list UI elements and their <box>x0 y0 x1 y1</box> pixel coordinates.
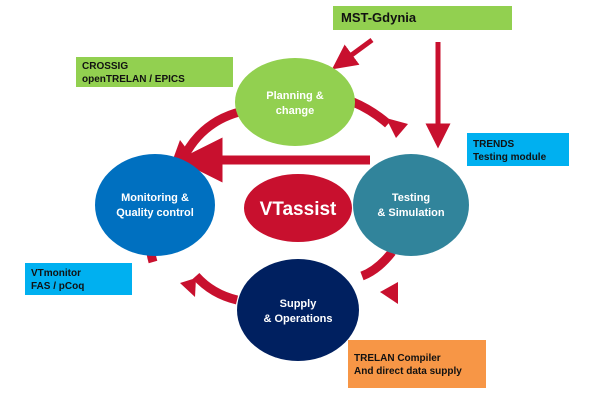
box-vtmonitor: VTmonitor FAS / pCoq <box>25 263 132 295</box>
trelan-line2: And direct data supply <box>354 366 462 377</box>
box-trends: TRENDS Testing module <box>467 133 569 166</box>
cycle-arrow-top-right <box>351 97 391 128</box>
crossig-line1: CROSSIG <box>82 61 129 72</box>
trends-line1: TRENDS <box>473 139 515 150</box>
mst-label: MST-Gdynia <box>341 10 417 25</box>
arrow-mst-to-planning <box>331 37 374 70</box>
arrow-head-testing-to-supply <box>380 282 398 304</box>
monitoring-line1: Monitoring & <box>121 192 189 204</box>
supply-line1: Supply <box>280 298 318 310</box>
planning-line1: Planning & <box>266 90 324 102</box>
center-label: VTassist <box>260 199 337 220</box>
trends-line2: Testing module <box>473 152 547 163</box>
monitoring-line2: Quality control <box>116 207 194 219</box>
crossig-line2: openTRELAN / EPICS <box>82 74 185 85</box>
testing-line1: Testing <box>392 192 430 204</box>
planning-line2: change <box>276 105 315 117</box>
arrow-head-planning-to-testing <box>386 118 408 138</box>
vtmonitor-line1: VTmonitor <box>31 268 81 279</box>
box-mst-gdynia: MST-Gdynia <box>333 6 512 30</box>
box-crossig: CROSSIG openTRELAN / EPICS <box>76 57 233 87</box>
trelan-line1: TRELAN Compiler <box>354 353 441 364</box>
node-monitoring: Monitoring & Quality control <box>95 154 215 256</box>
testing-line2: & Simulation <box>377 207 445 219</box>
box-trelan: TRELAN Compiler And direct data supply <box>348 340 486 388</box>
vtmonitor-line2: FAS / pCoq <box>31 281 85 292</box>
cycle-arrow-right <box>360 249 396 281</box>
node-planning: Planning & change <box>235 58 355 146</box>
node-center: VTassist <box>244 174 352 242</box>
node-supply: Supply & Operations <box>237 259 359 361</box>
node-testing: Testing & Simulation <box>353 154 469 256</box>
cycle-arrow-bottom-left <box>192 272 239 305</box>
arrow-head-supply-to-monitoring <box>180 278 196 297</box>
supply-line2: & Operations <box>263 313 332 325</box>
